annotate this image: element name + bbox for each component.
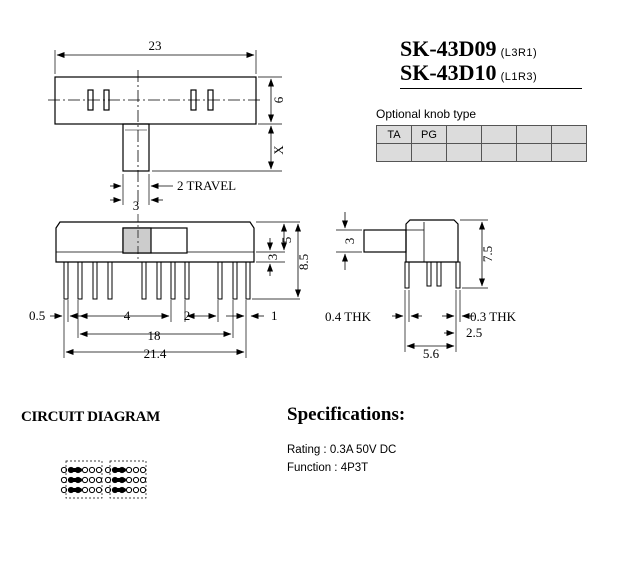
dim-actuator-width: 3 [133,198,140,213]
dim-pin-4: 4 [124,308,131,323]
knob-type-cell [411,143,447,162]
part-number-2: SK-43D10(L1R3) [400,60,537,86]
top-view-body [54,76,257,125]
specifications-title: Specifications: [287,404,406,425]
dim-pin-2: 2 [184,308,191,323]
circuit-sliders [68,468,126,492]
dim-top-height: 6 [271,96,286,103]
knob-type-row: TA PG [376,125,587,144]
circuit-diagram [60,460,147,499]
top-view-actuator [122,123,150,172]
dim-top-x: X [271,145,286,155]
top-view [48,50,282,205]
knob-type-cell [446,125,482,144]
knob-type-cell [446,143,482,162]
dim-side-0-4-thk: 0.4 THK [325,309,372,324]
dim-side-0-3-thk: 0.3 THK [470,309,517,324]
knob-type-cell [551,125,587,144]
part-code-2: (L1R3) [500,71,538,83]
part-number-1: SK-43D09(L3R1) [400,36,537,62]
knob-type-cell [516,143,552,162]
part-model-1: SK-43D09 [400,36,497,61]
side-view [336,212,488,352]
knob-type-cell [481,125,517,144]
knob-type-title: Optional knob type [376,107,477,121]
dim-pin-0-5: 0.5 [29,308,45,323]
front-view-labels: 3 5 8.5 0.5 4 2 1 18 21.4 [29,237,311,361]
circuit-diagram-title: CIRCUIT DIAGRAM [21,409,160,425]
side-view-body [405,219,459,263]
dim-front-3: 3 [265,254,280,261]
knob-type-cell [481,143,517,162]
side-view-labels: 3 7.5 0.4 THK 0.3 THK 2.5 5.6 [325,238,517,361]
dim-side-7-5: 7.5 [480,246,495,262]
knob-type-cell [516,125,552,144]
dim-top-width: 23 [149,38,162,53]
dim-pin-21-4: 21.4 [144,346,167,361]
part-model-2: SK-43D10 [400,60,497,85]
knob-type-row [376,143,587,162]
front-view-body [55,221,255,263]
top-view-labels: 23 6 X 2 TRAVEL 3 [133,38,286,213]
knob-type-table: TA PG [376,125,587,162]
dim-front-5: 5 [279,237,294,244]
dim-side-2-5: 2.5 [466,325,482,340]
dim-front-8-5: 8.5 [296,254,311,270]
dim-travel: 2 TRAVEL [177,178,236,193]
dim-pin-18: 18 [148,328,161,343]
knob-type-cell: PG [411,125,447,144]
spec-function: Function : 4P3T [287,462,369,474]
dim-side-3: 3 [342,238,357,245]
front-view-knob [122,227,152,254]
dim-pin-1: 1 [271,308,278,323]
front-view [50,214,301,358]
side-view-knob [363,229,407,253]
knob-type-cell [376,143,412,162]
knob-type-cell: TA [376,125,412,144]
part-code-1: (L3R1) [500,47,538,59]
knob-type-cell [551,143,587,162]
dim-side-5-6: 5.6 [423,346,440,361]
spec-rating: Rating : 0.3A 50V DC [287,444,397,456]
part-number-underline [400,88,582,89]
